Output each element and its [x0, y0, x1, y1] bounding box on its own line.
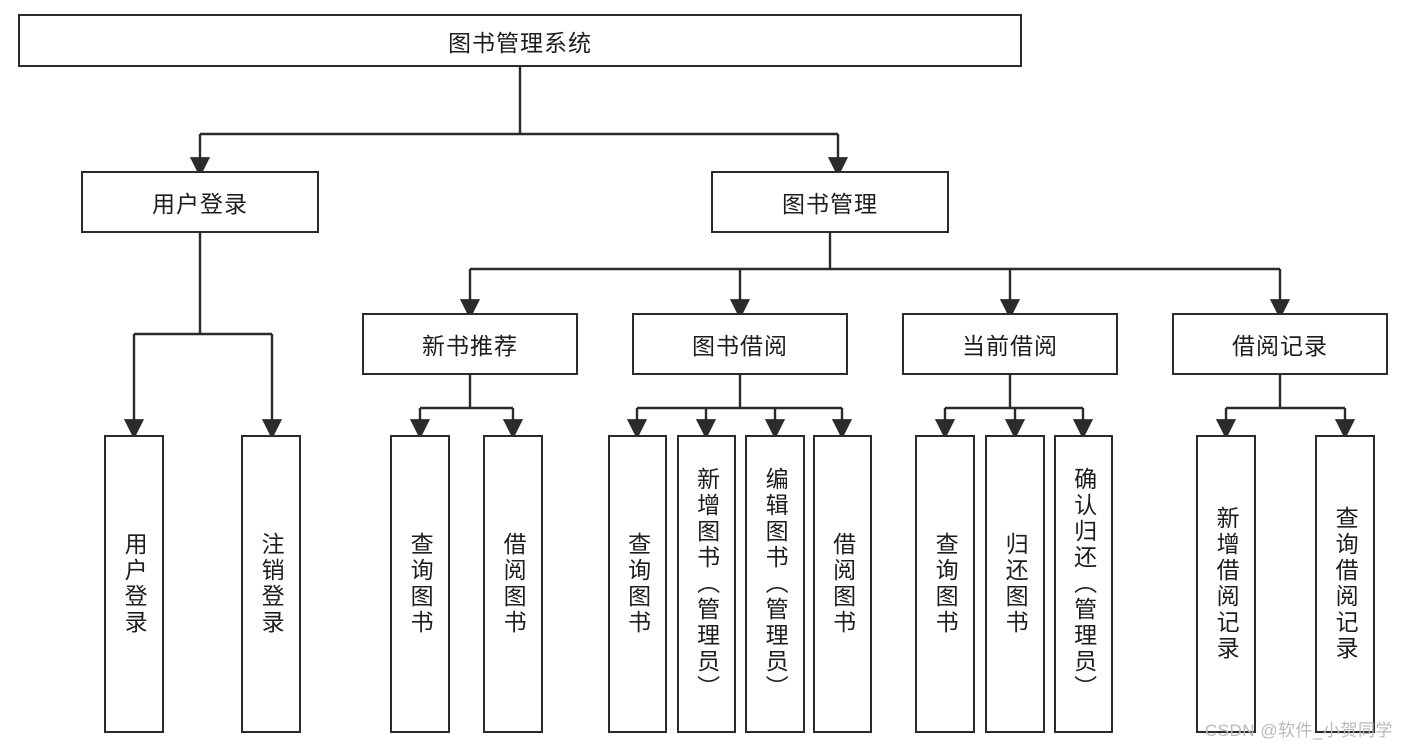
leaf-borrow-add-book-admin-label: 新增图书（管理员） — [693, 467, 720, 701]
node-new-book-recommend[interactable]: 新书推荐 — [362, 313, 578, 375]
leaf-record-query-label: 查询借阅记录 — [1332, 506, 1359, 662]
node-book-manage[interactable]: 图书管理 — [711, 171, 949, 233]
leaf-recommend-query-book[interactable]: 查询图书 — [390, 435, 450, 733]
leaf-user-login-label: 用户登录 — [121, 532, 148, 636]
node-root-label: 图书管理系统 — [448, 29, 592, 56]
leaf-user-logout[interactable]: 注销登录 — [241, 435, 301, 733]
node-borrow-record[interactable]: 借阅记录 — [1172, 313, 1388, 375]
leaf-record-add[interactable]: 新增借阅记录 — [1196, 435, 1256, 733]
leaf-recommend-query-book-label: 查询图书 — [407, 532, 434, 636]
leaf-current-query-book[interactable]: 查询图书 — [915, 435, 975, 733]
node-current-borrow[interactable]: 当前借阅 — [902, 313, 1118, 375]
leaf-user-login[interactable]: 用户登录 — [104, 435, 164, 733]
node-root[interactable]: 图书管理系统 — [18, 14, 1022, 67]
leaf-record-add-label: 新增借阅记录 — [1213, 506, 1240, 662]
leaf-current-confirm-return-admin-label: 确认归还（管理员） — [1070, 467, 1097, 701]
leaf-borrow-query-book-label: 查询图书 — [624, 532, 651, 636]
leaf-current-return-book[interactable]: 归还图书 — [985, 435, 1045, 733]
leaf-current-return-book-label: 归还图书 — [1002, 532, 1029, 636]
node-user-login-label: 用户登录 — [152, 191, 248, 217]
node-book-manage-label: 图书管理 — [782, 191, 878, 217]
leaf-borrow-borrow-book[interactable]: 借阅图书 — [813, 435, 872, 733]
leaf-recommend-borrow-book[interactable]: 借阅图书 — [483, 435, 543, 733]
leaf-recommend-borrow-book-label: 借阅图书 — [500, 532, 527, 636]
node-book-borrow-label: 图书借阅 — [692, 333, 788, 359]
node-current-borrow-label: 当前借阅 — [962, 333, 1058, 359]
leaf-record-query[interactable]: 查询借阅记录 — [1315, 435, 1375, 733]
leaf-borrow-edit-book-admin-label: 编辑图书（管理员） — [762, 467, 789, 701]
leaf-user-logout-label: 注销登录 — [258, 532, 285, 636]
leaf-borrow-borrow-book-label: 借阅图书 — [829, 532, 856, 636]
node-new-book-recommend-label: 新书推荐 — [422, 333, 518, 359]
node-book-borrow[interactable]: 图书借阅 — [632, 313, 848, 375]
node-user-login[interactable]: 用户登录 — [81, 171, 319, 233]
leaf-current-query-book-label: 查询图书 — [932, 532, 959, 636]
leaf-borrow-edit-book-admin[interactable]: 编辑图书（管理员） — [745, 435, 805, 733]
node-borrow-record-label: 借阅记录 — [1232, 333, 1328, 359]
leaf-borrow-add-book-admin[interactable]: 新增图书（管理员） — [677, 435, 736, 733]
watermark: CSDN @软件_小贺同学 — [1204, 721, 1393, 740]
leaf-current-confirm-return-admin[interactable]: 确认归还（管理员） — [1054, 435, 1113, 733]
leaf-borrow-query-book[interactable]: 查询图书 — [608, 435, 667, 733]
